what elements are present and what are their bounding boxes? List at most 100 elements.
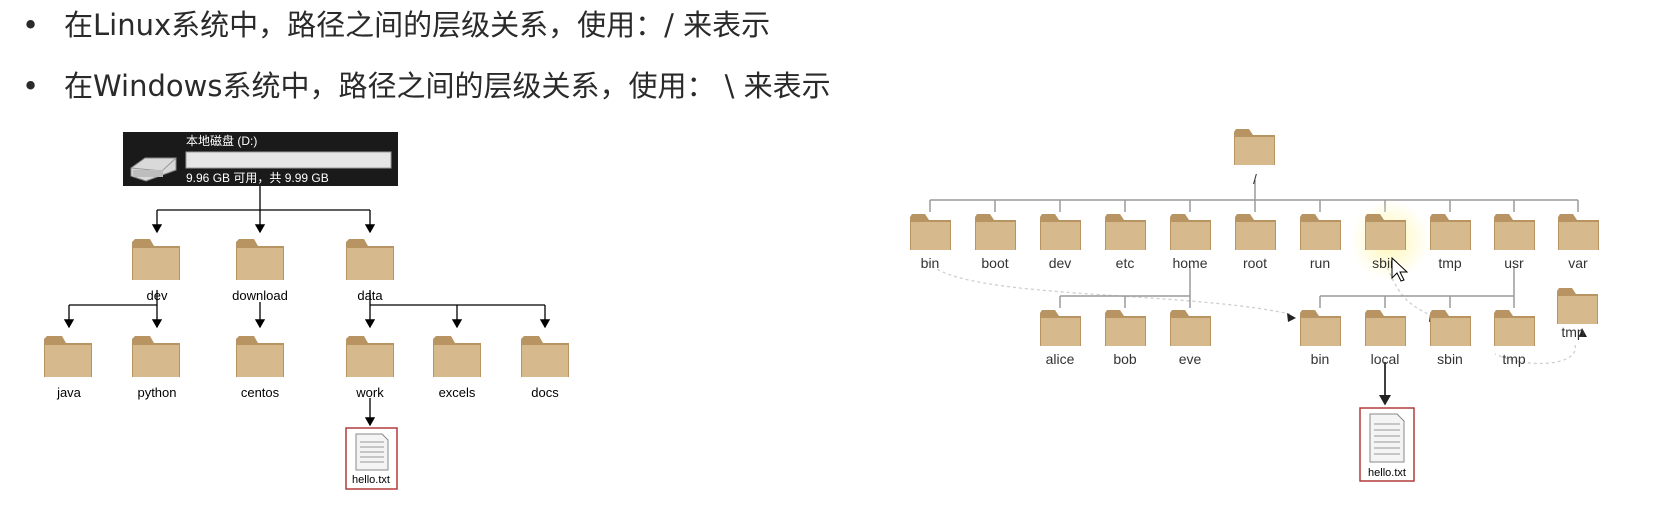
folder-label: var [1568, 255, 1588, 271]
folder-icon [910, 214, 951, 250]
folder-icon [1170, 310, 1211, 346]
folder-label: download [232, 288, 288, 303]
bullet-windows-text: 在Windows系统中，路径之间的层级关系，使用： \ 来表示 [64, 69, 831, 103]
folder-label: bin [921, 255, 940, 271]
folder-root[interactable]: root [1235, 214, 1276, 271]
folder-tmp[interactable]: tmp [1430, 214, 1471, 271]
folder-centos[interactable]: centos [236, 336, 284, 400]
folder-excels[interactable]: excels [433, 336, 481, 400]
bullet-linux: • 在Linux系统中，路径之间的层级关系，使用：/ 来表示 [22, 2, 770, 44]
bullet-dot: • [22, 69, 40, 103]
folder-label: dev [1049, 255, 1072, 271]
folder-icon [1365, 310, 1406, 346]
folder-home-eve[interactable]: eve [1170, 310, 1211, 367]
folder-label: excels [439, 385, 476, 400]
folder-icon [1040, 214, 1081, 250]
bullet-dot: • [22, 8, 40, 42]
folder-icon [433, 336, 481, 377]
windows-connectors [63, 186, 551, 427]
drive-d[interactable]: 本地磁盘 (D:) 9.96 GB 可用，共 9.99 GB [123, 132, 398, 186]
folder-icon [1105, 214, 1146, 250]
folder-label: usr [1504, 255, 1524, 271]
folder-label: python [137, 385, 176, 400]
folder-python[interactable]: python [132, 336, 180, 400]
folder-icon [1430, 310, 1471, 346]
folder-usr-tmp[interactable]: tmp [1494, 310, 1535, 367]
folder-label: sbin [1372, 255, 1398, 271]
linux-usr-children: bin local sbin tmp [1300, 310, 1535, 367]
text-file-icon [355, 433, 389, 471]
folder-label: root [1243, 255, 1267, 271]
folder-icon [1040, 310, 1081, 346]
folder-usr[interactable]: usr [1494, 214, 1535, 271]
folder-icon [346, 239, 394, 280]
folder-label: dev [147, 288, 168, 303]
symlink-curves [927, 261, 1576, 365]
folder-docs[interactable]: docs [521, 336, 569, 400]
folder-label: sbin [1437, 351, 1463, 367]
linux-root-folder[interactable]: / [1234, 129, 1275, 187]
folder-bin[interactable]: bin [910, 214, 951, 271]
folder-home-alice[interactable]: alice [1040, 310, 1081, 367]
folder-etc[interactable]: etc [1105, 214, 1146, 271]
folder-icon [44, 336, 92, 377]
folder-var-tmp[interactable]: tmp [1557, 288, 1598, 340]
folder-label: work [355, 385, 384, 400]
folder-label: / [1253, 171, 1257, 187]
folder-work[interactable]: work [346, 336, 394, 400]
bullet-linux-text: 在Linux系统中，路径之间的层级关系，使用：/ 来表示 [64, 8, 771, 42]
folder-label: centos [241, 385, 280, 400]
folder-icon [1365, 214, 1406, 250]
linux-level1-folders: bin boot dev etc home root run sbin tmp usr var [910, 214, 1599, 271]
folder-icon [236, 239, 284, 280]
folder-icon [1494, 214, 1535, 250]
folder-icon [236, 336, 284, 377]
folder-icon [1235, 214, 1276, 250]
folder-run[interactable]: run [1300, 214, 1341, 271]
folder-label: local [1371, 351, 1400, 367]
hard-drive-icon [130, 157, 177, 182]
folder-boot[interactable]: boot [975, 214, 1016, 271]
folder-label: data [357, 288, 383, 303]
folder-icon [1300, 310, 1341, 346]
folder-usr-local[interactable]: local [1365, 310, 1406, 367]
folder-dev[interactable]: dev [132, 239, 180, 303]
folder-label: eve [1179, 351, 1202, 367]
bullet-windows: • 在Windows系统中，路径之间的层级关系，使用： \ 来表示 [22, 63, 831, 105]
folder-home[interactable]: home [1170, 214, 1211, 271]
folder-usr-sbin[interactable]: sbin [1430, 310, 1471, 367]
folder-icon [975, 214, 1016, 250]
folder-usr-bin[interactable]: bin [1300, 310, 1341, 367]
file-hello-linux[interactable]: hello.txt [1359, 407, 1415, 482]
folder-icon [346, 336, 394, 377]
folder-java[interactable]: java [44, 336, 92, 400]
linux-connectors [929, 180, 1579, 308]
folder-icon [132, 239, 180, 280]
folder-label: bin [1311, 351, 1330, 367]
folder-label: home [1172, 255, 1207, 271]
folder-label: java [56, 385, 82, 400]
drive-free-space: 9.96 GB 可用，共 9.99 GB [186, 171, 329, 185]
windows-tree: 本地磁盘 (D:) 9.96 GB 可用，共 9.99 GB [44, 132, 569, 490]
folder-icon [132, 336, 180, 377]
folder-icon [1557, 288, 1598, 324]
folder-label: tmp [1561, 324, 1585, 340]
folder-sbin[interactable]: sbin [1365, 214, 1406, 271]
linux-home-children: alice bob eve [1040, 310, 1211, 367]
folder-label: run [1310, 255, 1330, 271]
folder-download[interactable]: download [232, 239, 288, 303]
drive-title: 本地磁盘 (D:) [186, 133, 257, 148]
file-hello-windows[interactable]: hello.txt [345, 427, 398, 490]
folder-var[interactable]: var [1558, 214, 1599, 271]
drive-usage-bar [185, 151, 392, 169]
folder-data[interactable]: data [346, 239, 394, 303]
folder-dev[interactable]: dev [1040, 214, 1081, 271]
folder-label: alice [1046, 351, 1075, 367]
text-file-icon [1369, 413, 1405, 463]
folder-home-bob[interactable]: bob [1105, 310, 1146, 367]
folder-label: docs [531, 385, 559, 400]
folder-icon [1558, 214, 1599, 250]
folder-icon [1170, 214, 1211, 250]
